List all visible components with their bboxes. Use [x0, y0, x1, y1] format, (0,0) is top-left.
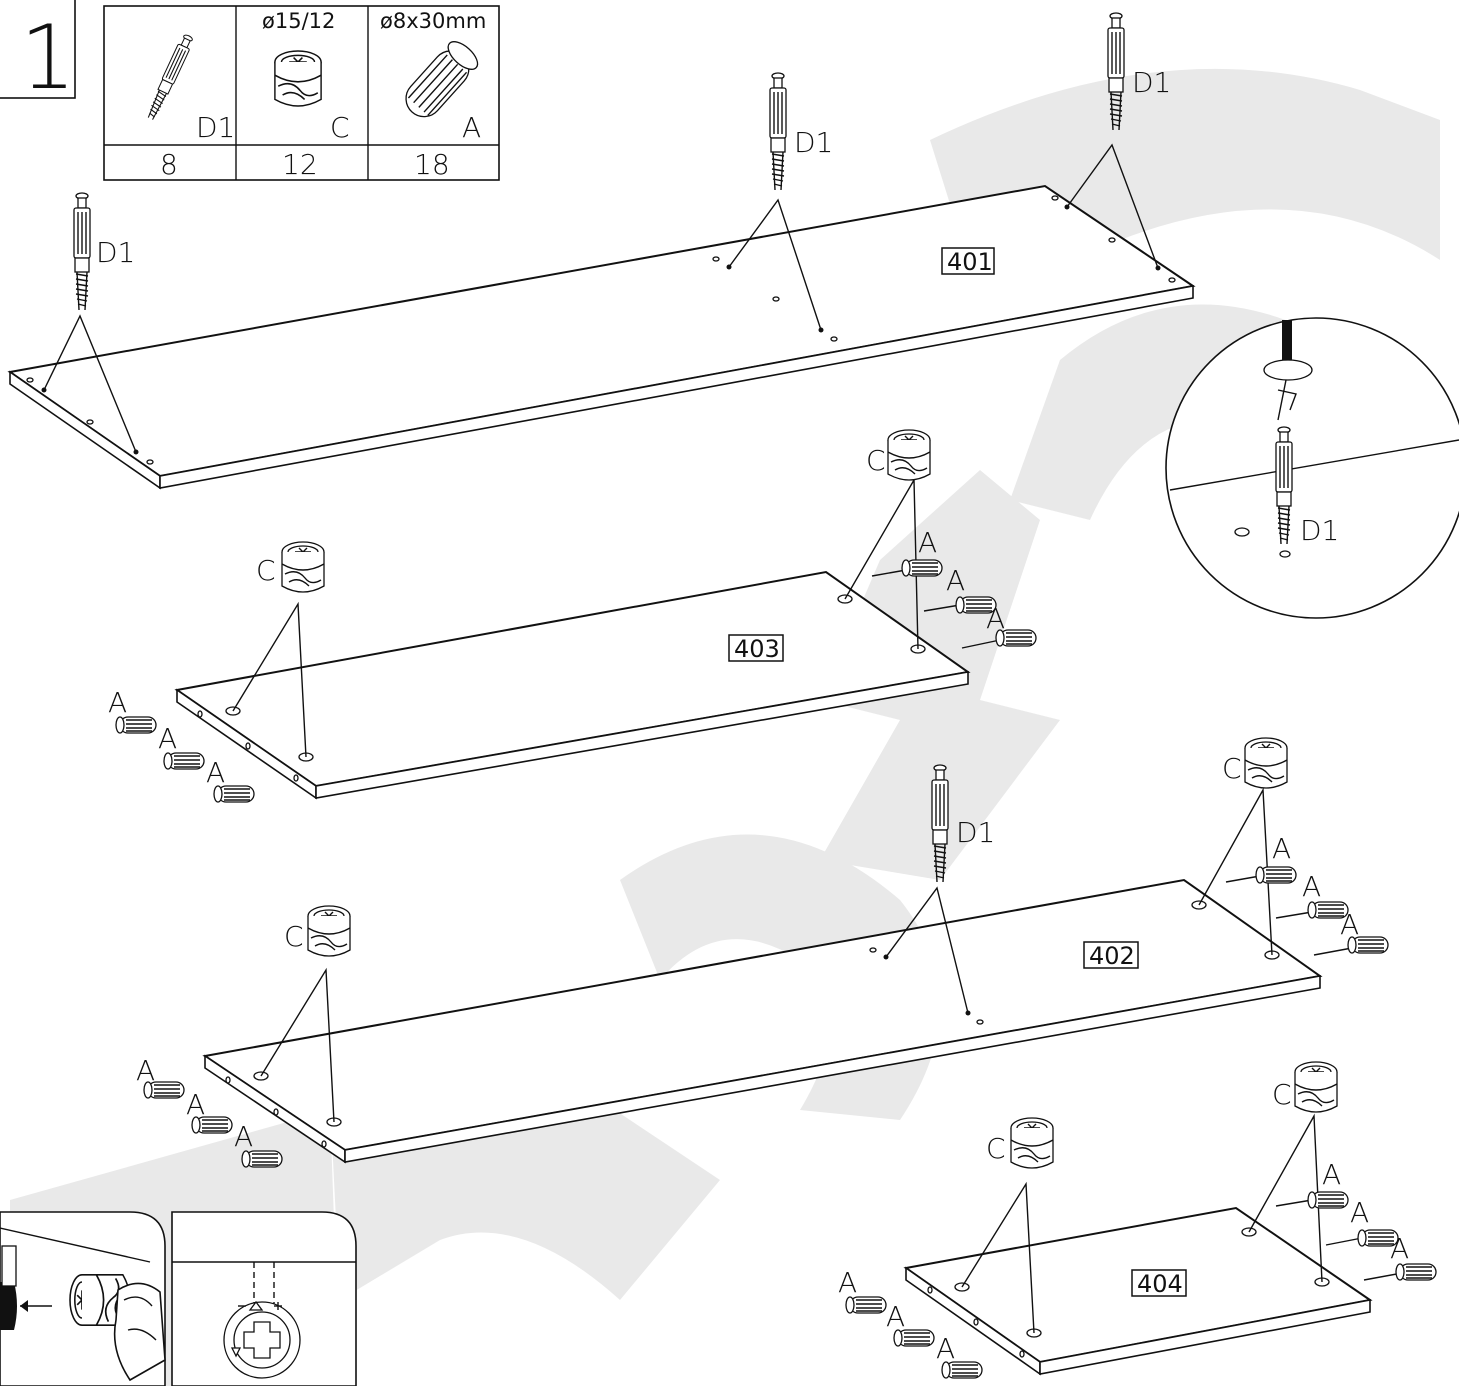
- cam-lock-label: C: [284, 920, 304, 953]
- panel-404: 404: [903, 1113, 1373, 1376]
- dowels-403-right: A A A: [871, 526, 1037, 649]
- cam-lock-icon: [274, 50, 322, 107]
- dowel-label: A: [1302, 870, 1321, 903]
- cam-lock-label: C: [866, 444, 886, 477]
- instruction-panel-insert-cam: [0, 1211, 166, 1386]
- cam-bolt-d1-middle: [769, 72, 787, 191]
- step-number: 1: [20, 6, 76, 109]
- detail-magnifier: D1: [1165, 317, 1459, 619]
- dowel-label: A: [946, 564, 965, 597]
- dowels-404-right: A A A: [1275, 1158, 1437, 1281]
- thumb-icon: [113, 1282, 166, 1382]
- cam-lock-c-403-left: [281, 541, 325, 593]
- dowel-label: A: [186, 1088, 205, 1121]
- cam-lock-label: C: [1272, 1078, 1292, 1111]
- cam-lock-label: C: [986, 1132, 1006, 1165]
- part-code-a: A: [462, 111, 481, 144]
- cam-orientation-icon: [223, 1300, 301, 1379]
- cam-lock-c-403-right: [887, 429, 931, 481]
- parts-table: D1 8 ø15/12 C 12 ø8x30mm A 18: [103, 5, 500, 181]
- wooden-dowel-icon: [405, 41, 479, 118]
- dowel-label: A: [1390, 1232, 1409, 1265]
- panel-401: 401: [7, 143, 1196, 490]
- step-number-box: 1: [0, 0, 76, 109]
- dowel-label: A: [206, 756, 225, 789]
- part-qty-c: 12: [282, 148, 318, 181]
- part-qty-d1: 8: [160, 148, 178, 181]
- dowel-label: A: [1340, 908, 1359, 941]
- dowel-label: A: [936, 1332, 955, 1365]
- dowel-label: A: [1322, 1158, 1341, 1191]
- part-spec-a: ø8x30mm: [380, 9, 486, 33]
- panel-402: 402: [202, 787, 1323, 1164]
- dowels-403-left: A A A: [108, 686, 255, 803]
- dowel-label: A: [918, 526, 937, 559]
- cam-bolt-label: D1: [96, 236, 135, 269]
- cam-bolt-label: D1: [794, 126, 833, 159]
- cam-bolt-label: D1: [956, 816, 995, 849]
- dowel-label: A: [1350, 1196, 1369, 1229]
- dowel-label: A: [886, 1300, 905, 1333]
- cam-lock-c-402-right: [1244, 737, 1288, 789]
- panel-403: 403: [174, 477, 971, 800]
- instruction-panel-cam-orientation: [171, 1211, 357, 1386]
- cam-lock-label: C: [1222, 752, 1242, 785]
- dowel-label: A: [108, 686, 127, 719]
- cam-bolt-label: D1: [1300, 514, 1339, 547]
- dowel-label: A: [838, 1266, 857, 1299]
- panel-label-404: 404: [1137, 1270, 1183, 1298]
- dowel-label: A: [986, 602, 1005, 635]
- screwdriver-icon: [1277, 389, 1297, 411]
- cam-bolt-label: D1: [1132, 66, 1171, 99]
- cam-bolt-d1-left: [73, 192, 91, 311]
- panel-label-403: 403: [734, 635, 780, 663]
- cam-lock-c-404-left: [1010, 1117, 1054, 1169]
- dowel-label: A: [136, 1054, 155, 1087]
- dowels-404-left: A A A: [838, 1266, 983, 1379]
- dowel-label: A: [1272, 832, 1291, 865]
- part-qty-a: 18: [414, 148, 450, 181]
- part-code-d1: D1: [196, 111, 235, 144]
- cam-lock-c-404-right: [1294, 1061, 1338, 1113]
- dowels-402-left: A A A: [136, 1054, 283, 1168]
- dowel-label: A: [158, 722, 177, 755]
- dowels-402-right: A A A: [1225, 832, 1389, 956]
- dowel-label: A: [234, 1120, 253, 1153]
- part-code-c: C: [330, 111, 350, 144]
- panel-label-402: 402: [1089, 942, 1135, 970]
- panel-label-401: 401: [947, 248, 993, 276]
- part-spec-c: ø15/12: [262, 9, 335, 33]
- cam-lock-label: C: [256, 554, 276, 587]
- cam-lock-c-402-left: [307, 905, 351, 957]
